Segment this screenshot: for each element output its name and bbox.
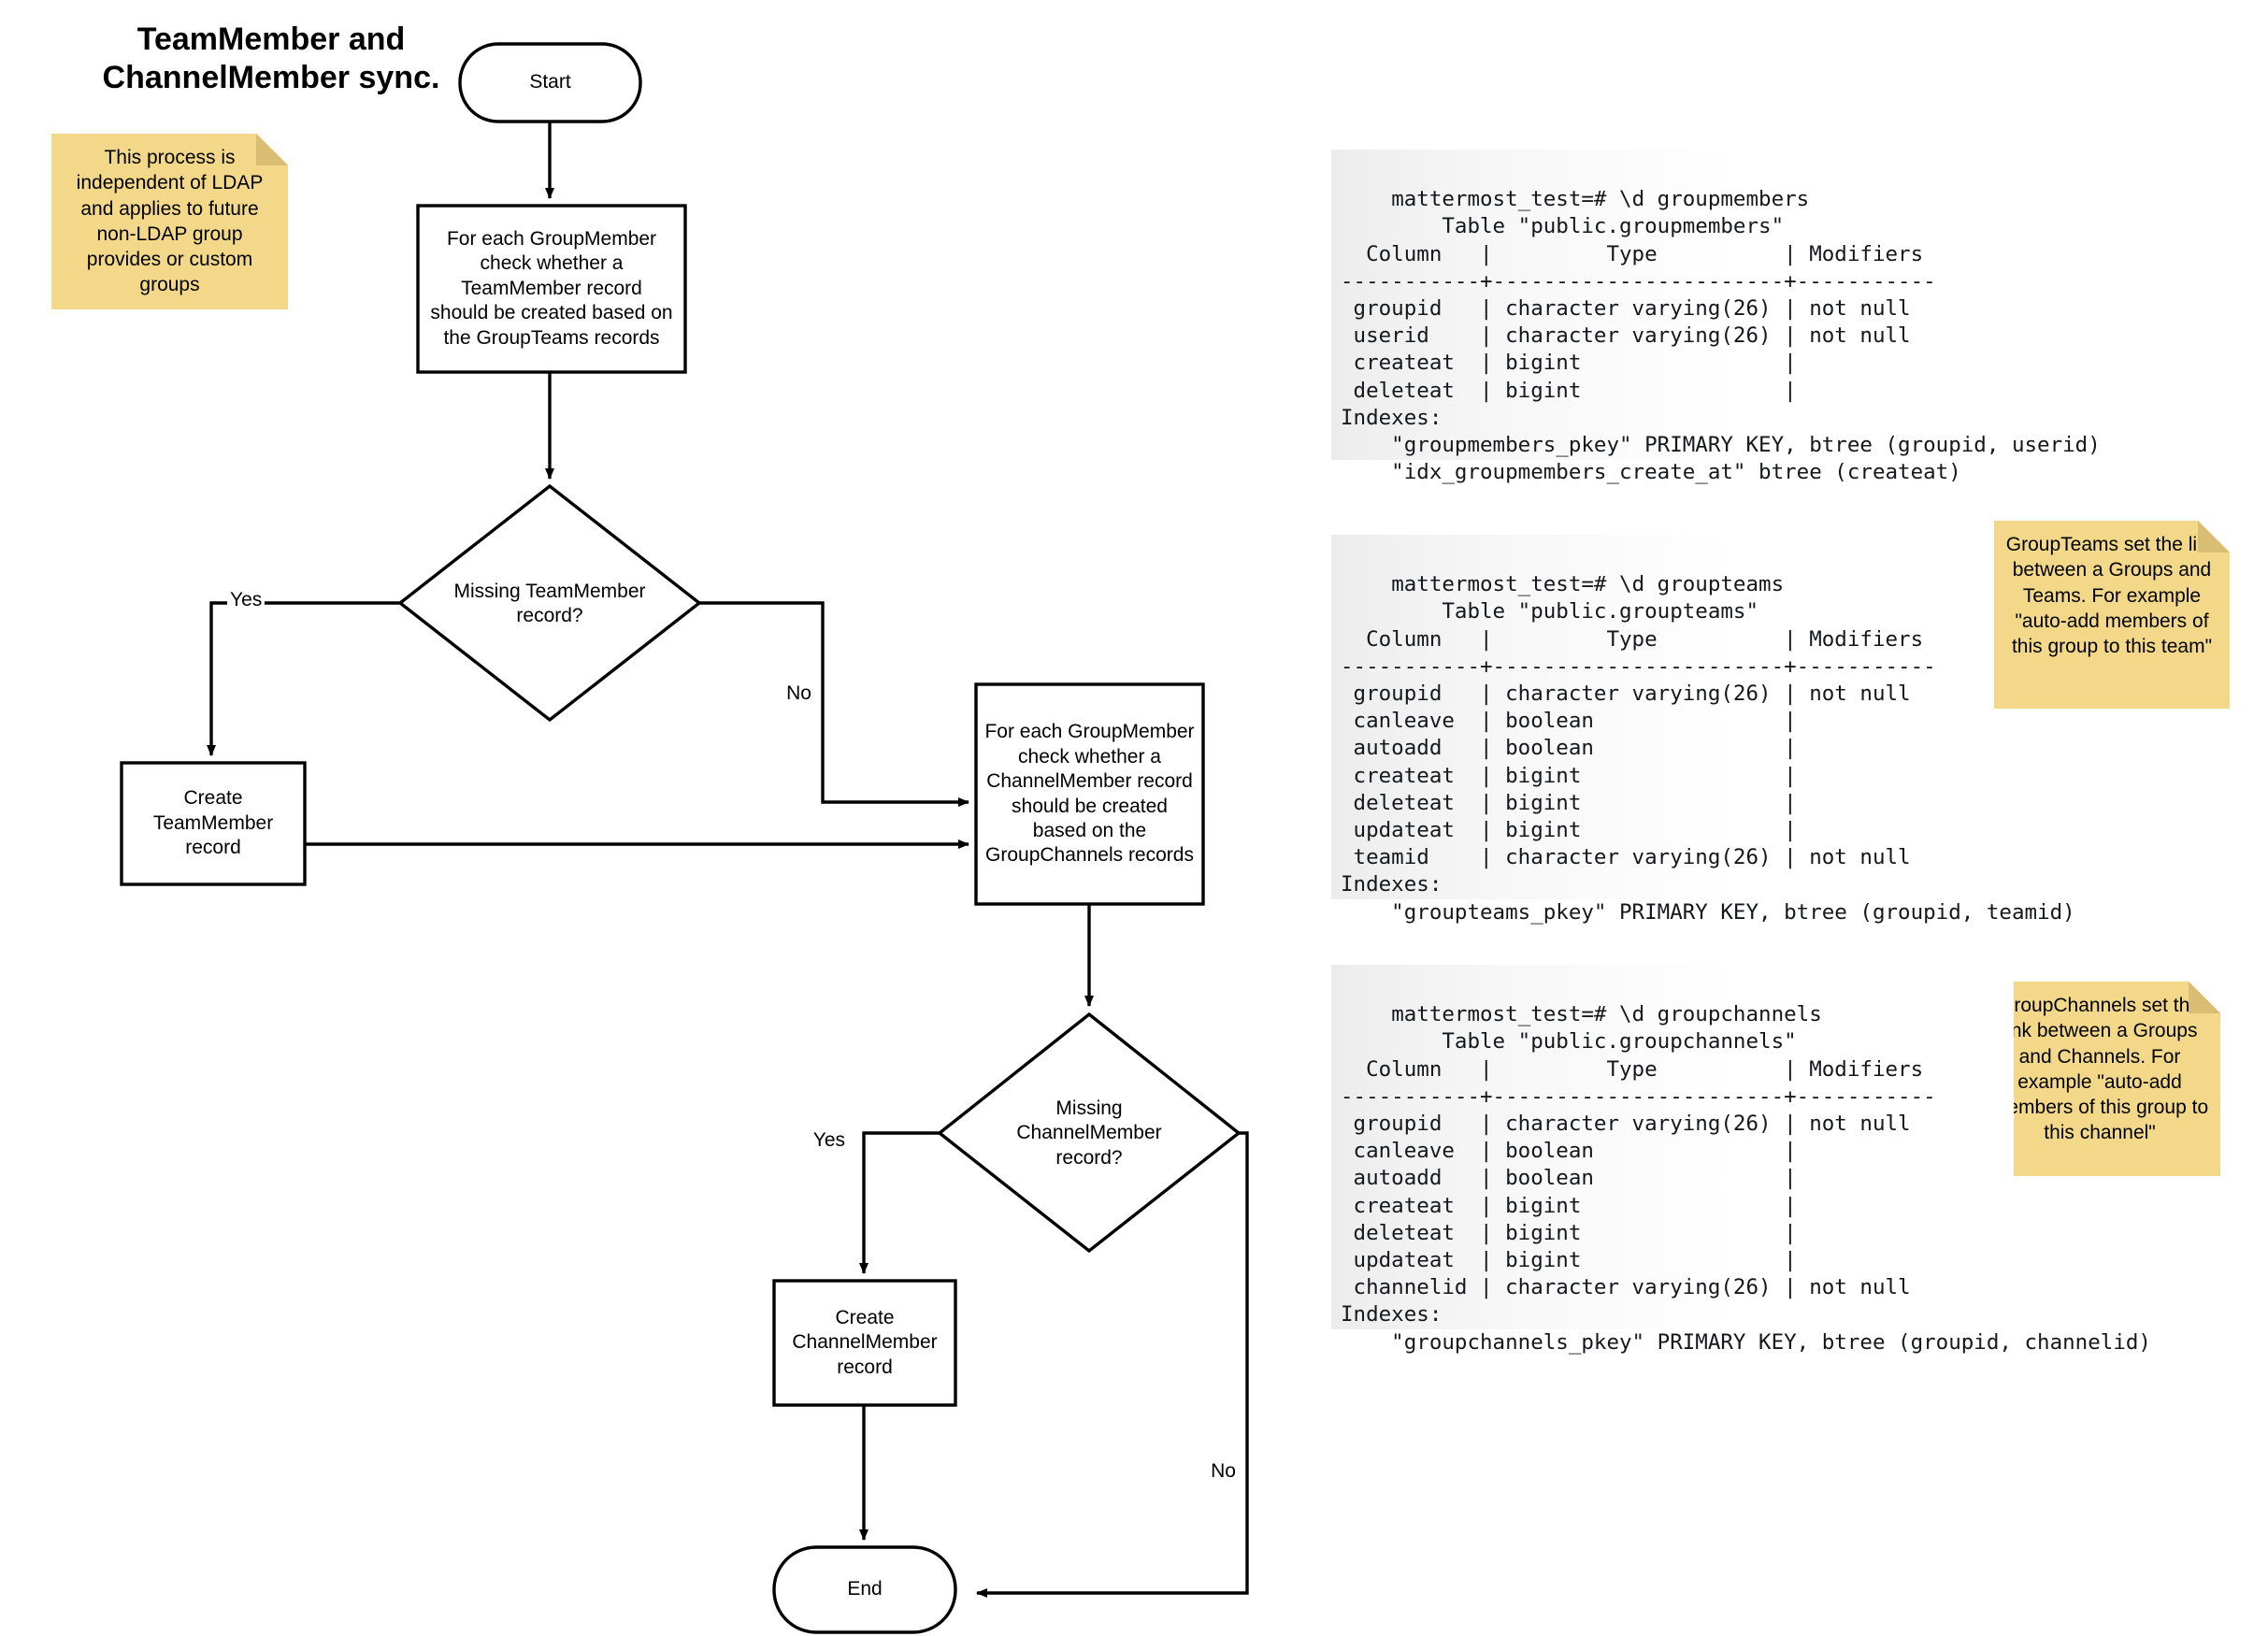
node-check-channel-label[interactable]: For each GroupMember check whether a Cha… (980, 684, 1199, 904)
edge-label-yes-channelmember: Yes (810, 1129, 848, 1152)
node-create-channel-label[interactable]: Create ChannelMember record (777, 1281, 953, 1405)
note-groupchannels: GroupChannels set the link between a Gro… (1979, 982, 2220, 1176)
node-check-team-label[interactable]: For each GroupMember check whether a Tea… (423, 206, 681, 372)
terminal-groupchannels: mattermost_test=# \d groupchannels Table… (1331, 965, 2151, 1355)
node-missing-channel-label[interactable]: Missing ChannelMember record? (986, 1080, 1192, 1187)
note-groupteams-text: GroupTeams set the link between a Groups… (2005, 534, 2218, 658)
note-groupteams: GroupTeams set the link between a Groups… (1994, 521, 2230, 709)
node-start-label[interactable]: Start (460, 44, 640, 122)
node-missing-channel-text: Missing ChannelMember record? (1016, 1097, 1162, 1169)
terminal-groupmembers-text: mattermost_test=# \d groupmembers Table … (1341, 187, 2101, 485)
note-fold-icon (2189, 982, 2220, 1013)
terminal-groupchannels-text: mattermost_test=# \d groupchannels Table… (1341, 1002, 2151, 1355)
node-create-team-text: Create TeamMember record (152, 787, 274, 859)
node-missing-team-text: Missing TeamMember record? (453, 580, 646, 626)
edge-label-no-channelmember: No (1208, 1460, 1239, 1483)
terminal-groupteams: mattermost_test=# \d groupteams Table "p… (1331, 535, 2075, 925)
terminal-groupmembers: mattermost_test=# \d groupmembers Table … (1331, 150, 2101, 484)
node-end-label[interactable]: End (774, 1547, 955, 1632)
node-start-text: Start (529, 71, 571, 93)
note-ldap-text: This process is independent of LDAP and … (76, 147, 264, 296)
node-missing-team-label[interactable]: Missing TeamMember record? (419, 561, 681, 647)
edge-label-no-teammember: No (783, 682, 814, 705)
node-create-channel-text: Create ChannelMember record (792, 1306, 938, 1378)
note-groupchannels-text: GroupChannels set the link between a Gro… (1990, 995, 2209, 1144)
node-end-text: End (847, 1578, 883, 1600)
node-create-team-label[interactable]: Create TeamMember record (124, 763, 302, 884)
node-check-channel-text: For each GroupMember check whether a Cha… (984, 721, 1195, 867)
note-ldap: This process is independent of LDAP and … (51, 134, 288, 309)
note-fold-icon (256, 134, 288, 165)
edge-label-yes-teammember: Yes (227, 589, 266, 611)
terminal-groupteams-text: mattermost_test=# \d groupteams Table "p… (1341, 572, 2075, 925)
note-fold-icon (2198, 521, 2230, 553)
node-check-team-text: For each GroupMember check whether a Tea… (430, 227, 673, 349)
